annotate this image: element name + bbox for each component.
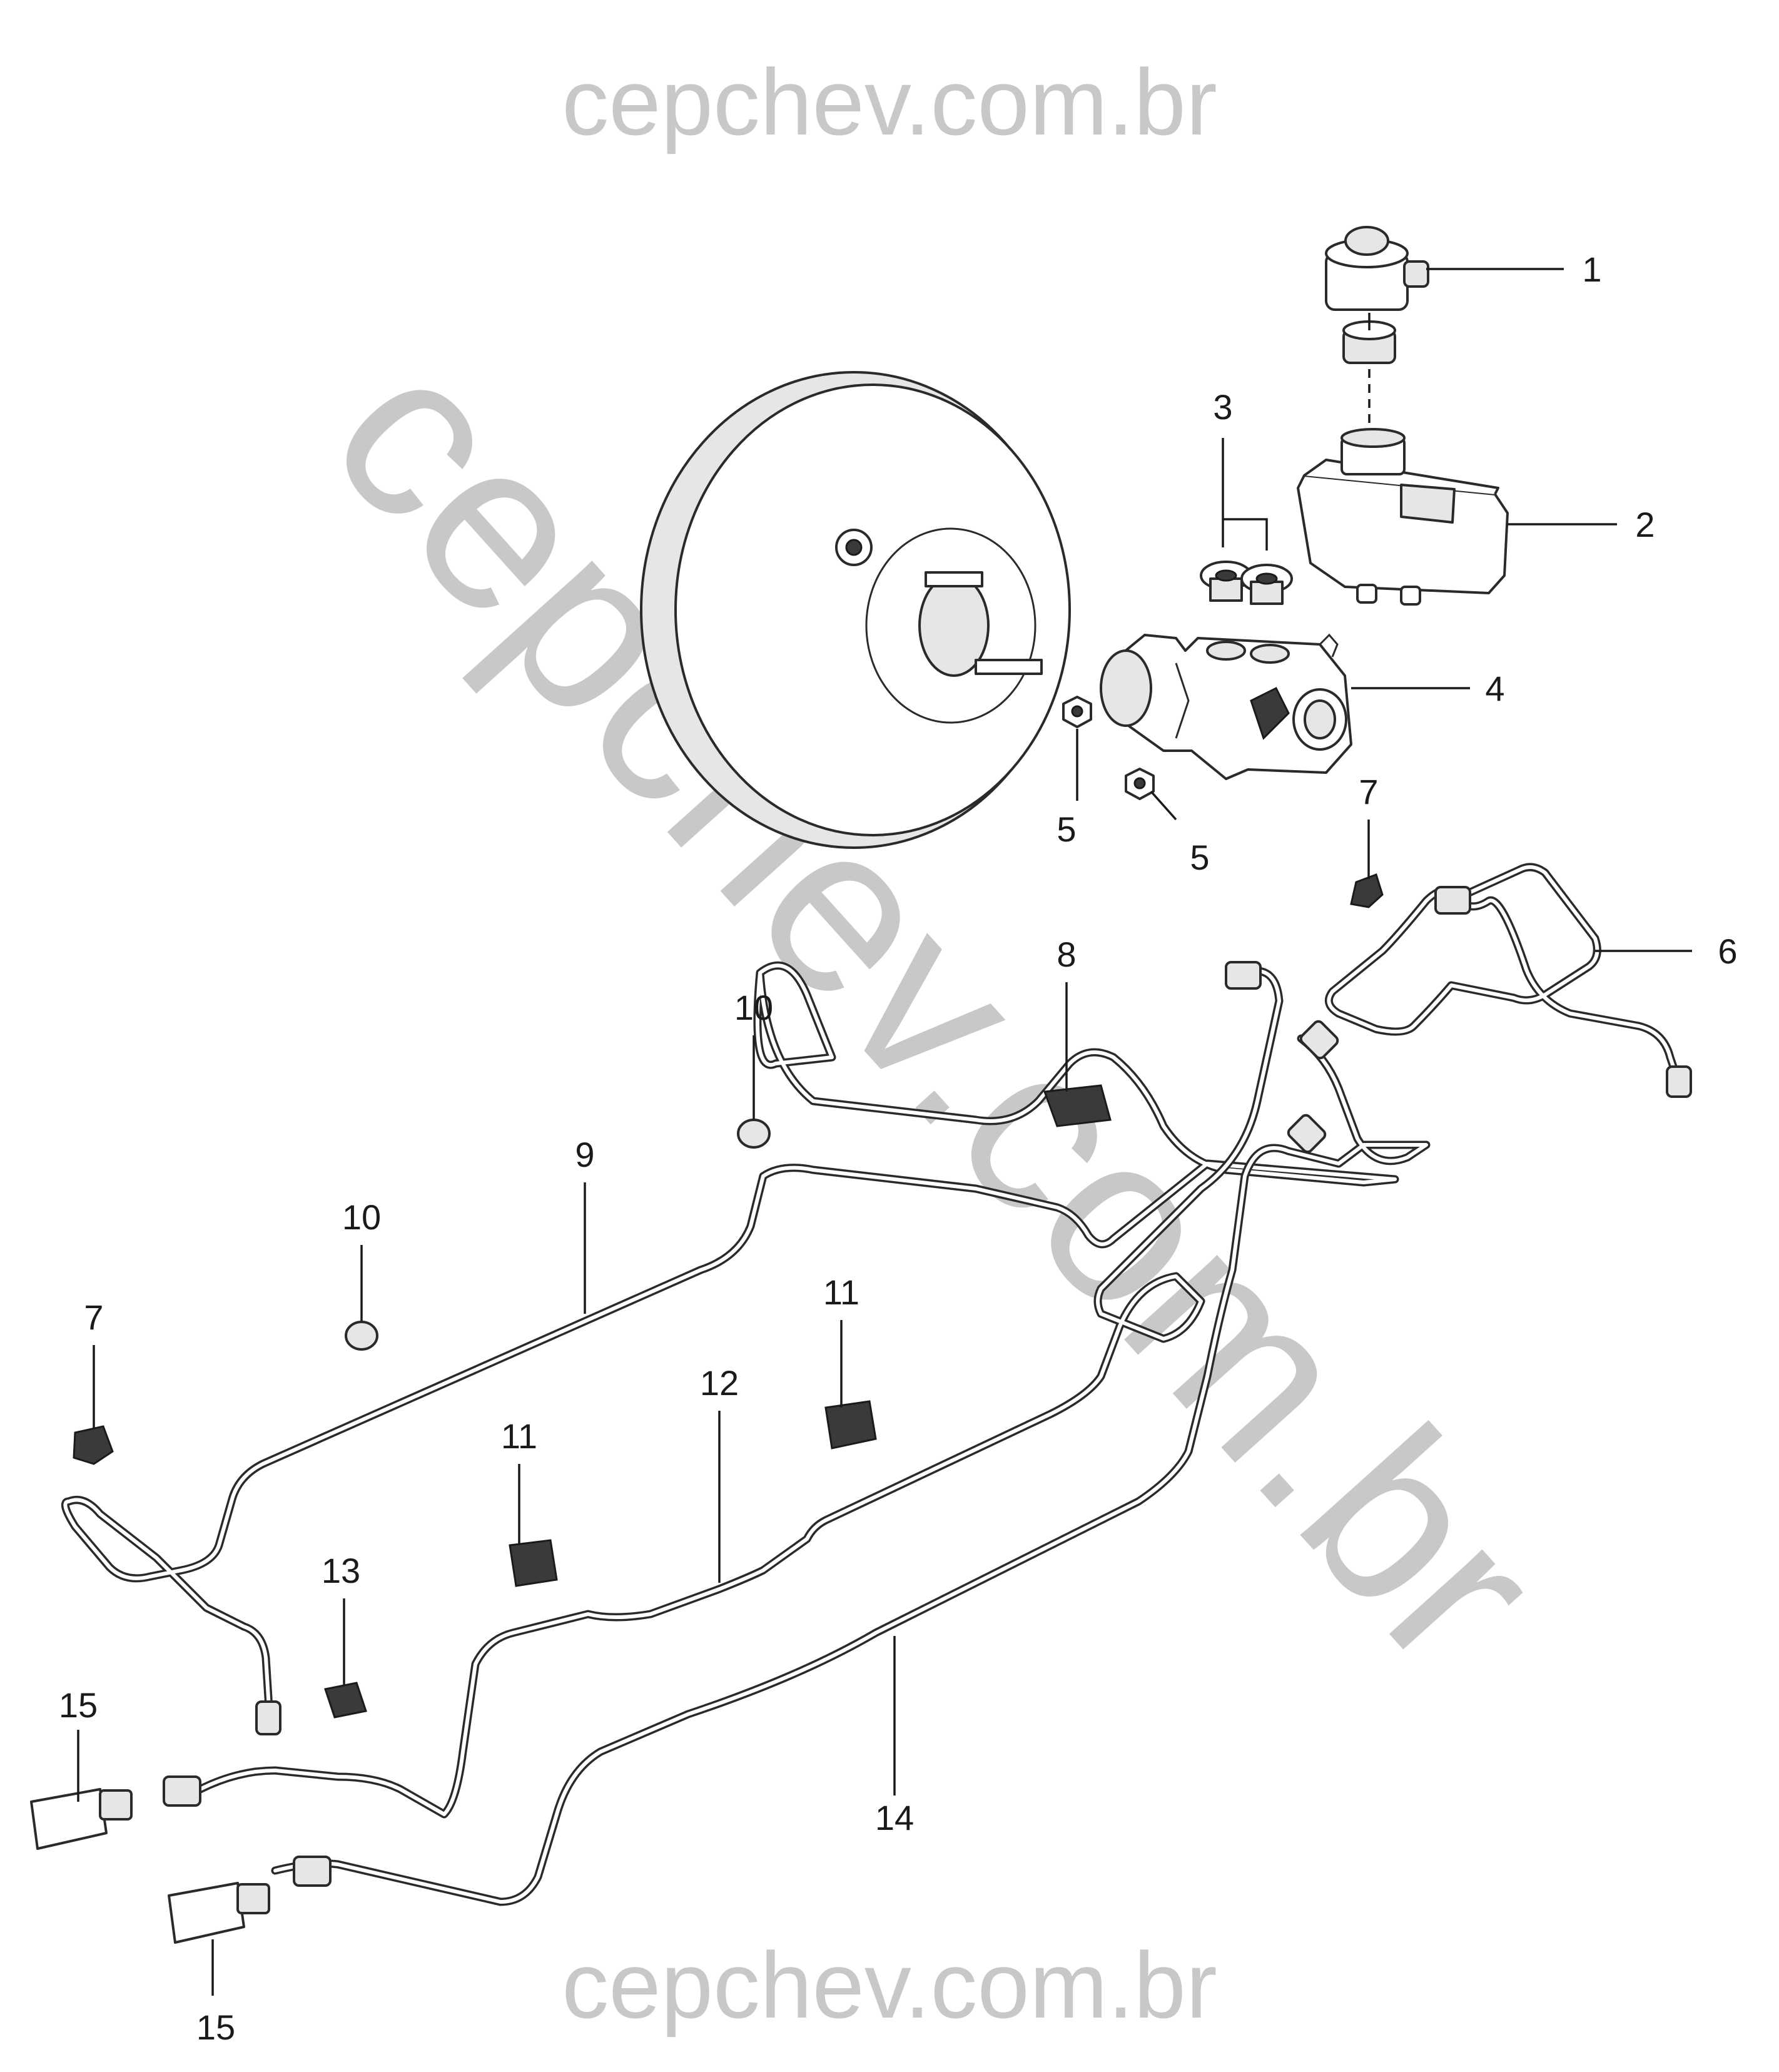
- pipe-6-inner: [1327, 865, 1678, 1078]
- callout-numbers: 1 2 3 4 5 5 6 7 7 8 9 10 10 11 11 12 13 …: [59, 250, 1738, 2047]
- callout-14: 14: [875, 1798, 914, 1837]
- clip-10-upper: [737, 1119, 771, 1149]
- callout-5-lower: 5: [1190, 838, 1209, 877]
- pipe-fittings: [163, 886, 1692, 1887]
- grommet-2-hole: [1255, 572, 1278, 585]
- booster-stud-lower: [975, 659, 1043, 675]
- connector-15-a-nipple: [99, 1789, 133, 1821]
- fitting-14-end-a: [1287, 1114, 1327, 1154]
- fitting-12-end-b: [163, 1775, 201, 1807]
- fitting-12-end-a: [1225, 961, 1262, 990]
- leader-lines: [77, 268, 1692, 1996]
- nut-lower-hole: [1133, 777, 1146, 790]
- callout-9: 9: [575, 1135, 594, 1174]
- booster-face: [674, 383, 1071, 836]
- clip-10-lower: [345, 1321, 378, 1351]
- callout-11-upper: 11: [823, 1272, 859, 1312]
- clip-11-upper: [824, 1400, 877, 1450]
- reservoir-filler-rim: [1341, 428, 1406, 448]
- master-cylinder-flange: [1100, 649, 1152, 727]
- clip-11-lower: [509, 1539, 558, 1587]
- callout-7-left: 7: [84, 1298, 103, 1337]
- fitting-9-end-a: [1299, 1020, 1339, 1060]
- clip-13: [324, 1682, 367, 1719]
- cylinder-shadow: [1250, 686, 1290, 740]
- cylinder-bracket: [1319, 633, 1339, 658]
- pipe-12-inner: [198, 969, 1281, 1816]
- brake-fluid-reservoir: [1297, 428, 1509, 606]
- callout-10-lower: 10: [342, 1197, 381, 1237]
- callout-5-upper: 5: [1057, 810, 1076, 849]
- pipe-14-inner: [273, 1037, 1428, 1904]
- reservoir-cap: [1325, 226, 1429, 311]
- clip-8: [1043, 1084, 1112, 1127]
- callout-1: 1: [1582, 250, 1601, 289]
- callout-3: 3: [1213, 387, 1232, 427]
- grommet-2-body: [1250, 581, 1284, 605]
- brake-pipes: [61, 863, 1681, 1906]
- fitting-6-end-b: [1666, 1065, 1692, 1098]
- callout-11-lower: 11: [501, 1416, 537, 1456]
- reservoir-grommets: [1200, 561, 1293, 605]
- reservoir-label: [1400, 484, 1456, 524]
- fitting-6-end-a: [1434, 886, 1471, 915]
- clip-7-left: [73, 1425, 114, 1465]
- callout-13: 13: [322, 1551, 360, 1590]
- callout-12: 12: [700, 1363, 739, 1403]
- connector-15-b-body: [168, 1882, 245, 1944]
- connector-15-b-nipple: [236, 1883, 270, 1914]
- watermark-top: cepchev.com.br: [562, 49, 1217, 155]
- watermark-bottom: cepchev.com.br: [562, 1932, 1217, 2038]
- cap-knob: [1344, 226, 1389, 256]
- callout-10-upper: 10: [734, 988, 773, 1027]
- booster-valve-center: [845, 539, 863, 556]
- brake-booster: [640, 371, 1071, 849]
- fitting-9-end-b: [255, 1700, 281, 1735]
- pipe-connectors: [30, 1788, 270, 1944]
- leader-3: [1222, 438, 1268, 551]
- reservoir-outlet-2: [1400, 586, 1421, 606]
- callout-4: 4: [1485, 669, 1504, 708]
- pipe-clips: [73, 873, 1384, 1719]
- clip-7-right: [1350, 873, 1384, 908]
- pipe-6-outer: [1324, 863, 1681, 1080]
- grommet-1-hole: [1215, 569, 1237, 582]
- cylinder-rib: [1175, 663, 1190, 739]
- master-cylinder: [1100, 633, 1352, 780]
- cylinder-port-1: [1206, 641, 1246, 661]
- cap-sensor-plug: [1403, 260, 1429, 288]
- callout-15-upper: 15: [59, 1685, 98, 1725]
- callout-7-right: 7: [1359, 772, 1378, 811]
- leader-5-lower: [1150, 790, 1177, 821]
- grommet-1-body: [1209, 577, 1243, 602]
- pipe-9-inner: [63, 963, 1397, 1710]
- connector-15-a-body: [30, 1788, 108, 1850]
- cylinder-port-2: [1250, 644, 1290, 664]
- master-cylinder-body: [1109, 634, 1352, 780]
- callout-6: 6: [1718, 932, 1737, 971]
- callout-2: 2: [1635, 505, 1655, 544]
- booster-stud-upper: [925, 571, 983, 587]
- reservoir-outlet-1: [1356, 584, 1377, 604]
- callout-8: 8: [1057, 935, 1076, 974]
- callout-15-lower: 15: [196, 2008, 235, 2047]
- nut-upper-hole: [1071, 705, 1083, 718]
- cylinder-bore: [1304, 699, 1336, 739]
- fitting-14-end-b: [293, 1856, 332, 1887]
- booster-center-ring: [865, 527, 1036, 724]
